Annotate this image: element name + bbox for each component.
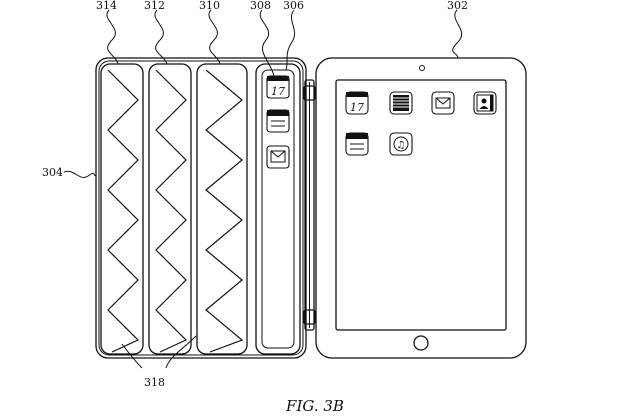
notes-icon	[389, 91, 413, 115]
leader-lines	[63, 9, 463, 369]
ref-314: 314	[96, 0, 117, 12]
ref-308: 308	[250, 0, 271, 12]
notepad-icon	[345, 132, 369, 156]
mail-icon	[431, 91, 455, 115]
folding-cover	[95, 57, 307, 359]
calendar-day-label: 17	[271, 85, 285, 98]
front-camera	[419, 65, 425, 71]
svg-text:♫: ♫	[397, 140, 406, 151]
mail-icon	[266, 145, 290, 169]
zigzag-fold-line	[107, 69, 140, 353]
music-icon: ♫	[389, 132, 413, 156]
ref-310: 310	[199, 0, 220, 12]
figure-caption: FIG. 3B	[285, 397, 344, 415]
tablet-device	[315, 57, 527, 359]
home-button	[413, 335, 429, 351]
ref-302: 302	[447, 0, 468, 12]
cover-panel-314	[100, 63, 144, 355]
ref-312: 312	[144, 0, 165, 12]
ref-318: 318	[144, 376, 165, 389]
ref-304: 304	[42, 166, 63, 179]
reference-numerals: 314 312 310 308 306 302 304 318	[42, 0, 468, 389]
calendar-icon: 17	[266, 75, 290, 99]
ref-306: 306	[283, 0, 304, 12]
tablet-screen-icons: 17	[345, 91, 497, 156]
calendar-day-label: 17	[350, 101, 364, 114]
zigzag-fold-line	[205, 69, 244, 353]
notepad-icon	[266, 109, 290, 133]
contacts-icon	[473, 91, 497, 115]
cover-strip-panel: 17	[255, 63, 301, 355]
zigzag-fold-line	[155, 69, 188, 353]
calendar-icon: 17	[345, 91, 369, 115]
hinge	[303, 79, 316, 331]
cover-panel-310	[196, 63, 248, 355]
cover-panel-312	[148, 63, 192, 355]
